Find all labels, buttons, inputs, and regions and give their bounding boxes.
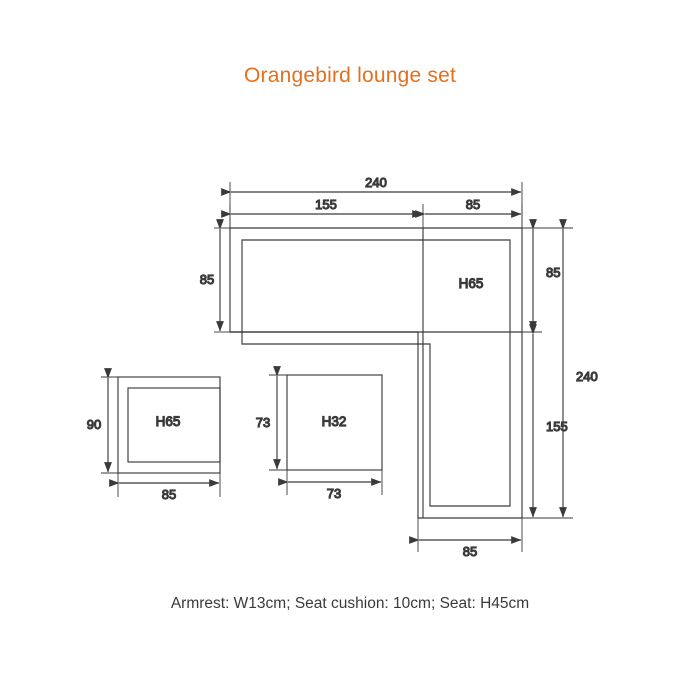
dim-table-depth: 73	[255, 366, 287, 471]
coffee-table-outline	[286, 374, 383, 471]
dim-sofa-leg-length: 155	[522, 324, 568, 519]
dim-sofa-left-depth: 85	[199, 219, 230, 333]
dim-sofa-leg-width: 85	[409, 518, 523, 560]
dim-sofa-right-corner-depth: 85	[522, 219, 561, 333]
dim-label-sofa-overall-width: 240	[365, 175, 387, 190]
corner-sofa-outline	[229, 227, 523, 519]
specification-caption: Armrest: W13cm; Seat cushion: 10cm; Seat…	[170, 595, 530, 612]
armchair-outline	[117, 376, 221, 474]
dim-label-sofa-leg-width: 85	[463, 544, 477, 559]
dim-label-sofa-long-section-width: 155	[315, 197, 337, 212]
dim-label-sofa-overall-depth: 240	[576, 369, 598, 384]
dim-label-sofa-right-corner-depth: 85	[546, 265, 560, 280]
dim-armchair-depth: 90	[86, 368, 118, 474]
dim-label-sofa-corner-section-width: 85	[466, 197, 480, 212]
dim-sofa-corner-section-width: 85	[415, 196, 523, 228]
dim-label-sofa-left-depth: 85	[200, 272, 214, 287]
coffee-table-height-label: H32	[322, 414, 347, 429]
dim-label-sofa-leg-length: 155	[546, 419, 568, 434]
corner-sofa-height-label: H65	[459, 276, 484, 291]
dim-label-table-width: 73	[327, 486, 341, 501]
dim-label-armchair-width: 85	[162, 487, 176, 502]
dim-sofa-long-section-width: 155	[221, 196, 424, 228]
dim-sofa-overall-depth: 240	[522, 219, 598, 519]
page-title: Orangebird lounge set	[243, 64, 456, 87]
dim-label-table-depth: 73	[256, 415, 270, 430]
dim-armchair-width: 85	[109, 473, 221, 503]
dim-label-armchair-depth: 90	[87, 417, 101, 432]
armchair-height-label: H65	[156, 414, 181, 429]
dim-table-width: 73	[278, 470, 383, 502]
corner-sofa-height-label-group: H65	[458, 275, 484, 291]
